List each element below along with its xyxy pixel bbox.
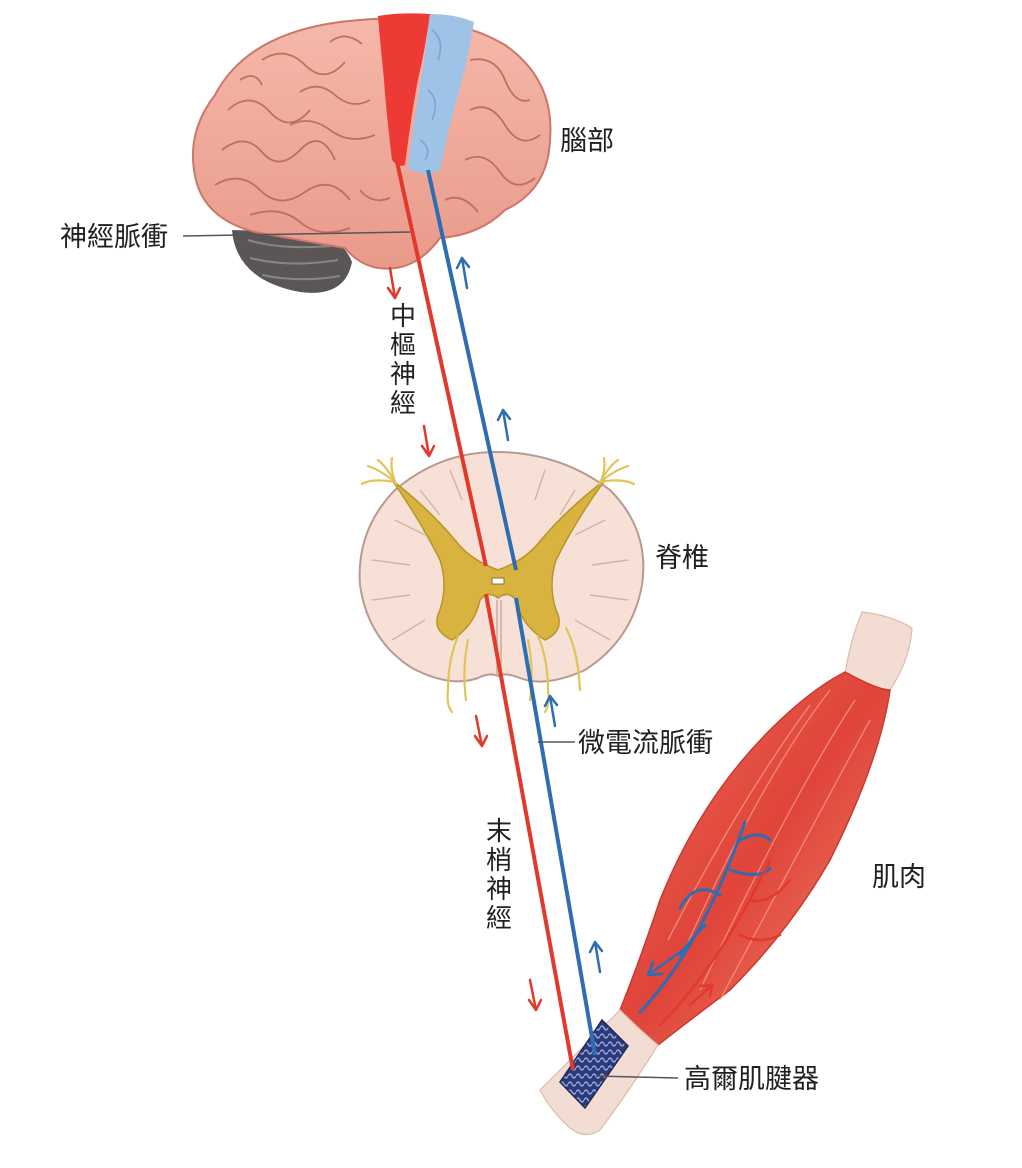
- label-central-nerve: 中樞神經: [389, 302, 416, 420]
- label-golgi-tendon-organ: 高爾肌腱器: [684, 1064, 819, 1095]
- muscle-illustration: [539, 611, 913, 1136]
- descending-pathway: [395, 161, 575, 1071]
- spine-cross-section: [358, 450, 645, 714]
- brain-illustration: [191, 13, 552, 293]
- sensory-cortex: [408, 14, 474, 174]
- ascending-pathway: [426, 169, 597, 1056]
- descending-arrows: [386, 266, 543, 1012]
- golgi-tendon-organ-block: [559, 1018, 629, 1110]
- leader-golgi-tendon: [595, 1075, 679, 1079]
- label-peripheral-nerve: 末梢神經: [485, 817, 512, 935]
- motor-cortex: [378, 13, 430, 166]
- spine-gray-matter: [391, 479, 606, 641]
- label-muscle: 肌肉: [872, 862, 926, 893]
- leader-lines: [182, 231, 679, 1079]
- label-spine: 脊椎: [655, 543, 709, 574]
- label-micro-current-impulse: 微電流脈衝: [578, 728, 713, 759]
- label-nerve-impulse: 神經脈衝: [60, 222, 168, 253]
- leader-nerve-impulse: [182, 231, 411, 237]
- label-brain: 腦部: [560, 126, 614, 157]
- ascending-arrows: [455, 256, 604, 974]
